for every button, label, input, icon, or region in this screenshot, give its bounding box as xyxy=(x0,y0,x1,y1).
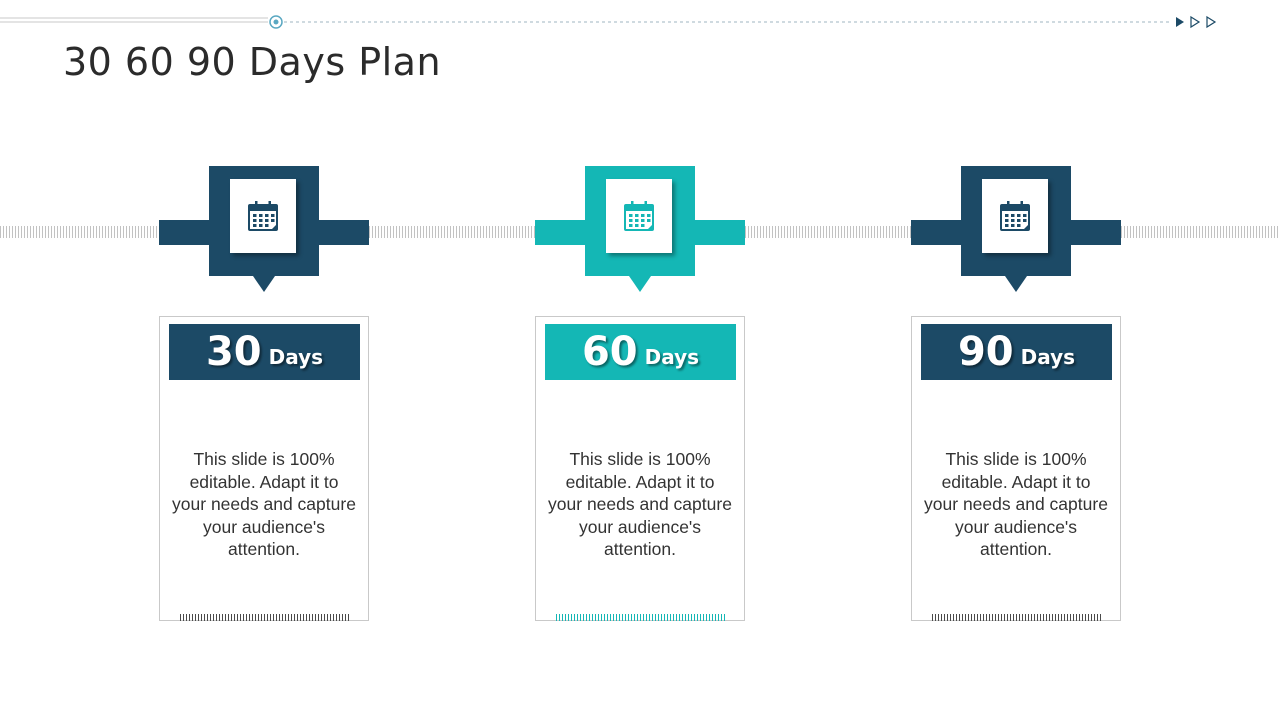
frame-pointer xyxy=(1005,276,1027,292)
card-bottom-hatch xyxy=(180,614,350,621)
days-number: 90 xyxy=(957,329,1014,375)
plan-card: 60 Days This slide is 100% editable. Ada… xyxy=(535,316,745,621)
card-description: This slide is 100% editable. Adapt it to… xyxy=(924,449,1108,559)
connector-line xyxy=(369,226,535,238)
arrow-icon xyxy=(1176,17,1184,27)
card-description: This slide is 100% editable. Adapt it to… xyxy=(548,449,732,559)
arrow-icon xyxy=(1190,15,1201,29)
card-banner: 90 Days xyxy=(921,324,1112,380)
icon-tile xyxy=(982,179,1048,253)
connector-line xyxy=(745,226,911,238)
icon-tile xyxy=(230,179,296,253)
plan-column-30: 30 Days This slide is 100% editable. Ada… xyxy=(159,0,369,720)
plan-card: 30 Days This slide is 100% editable. Ada… xyxy=(159,316,369,621)
frame-pointer xyxy=(253,276,275,292)
card-banner: 30 Days xyxy=(169,324,360,380)
plan-column-60: 60 Days This slide is 100% editable. Ada… xyxy=(535,0,745,720)
card-description: This slide is 100% editable. Adapt it to… xyxy=(172,449,356,559)
page-title: 30 60 90 Days Plan xyxy=(63,40,442,84)
connector-line xyxy=(0,226,159,238)
icon-frame xyxy=(961,166,1071,276)
calendar-icon xyxy=(624,201,654,231)
icon-frame xyxy=(585,166,695,276)
days-number: 30 xyxy=(205,329,262,375)
icon-tile xyxy=(606,179,672,253)
top-decoration xyxy=(0,15,1217,29)
days-unit: Days xyxy=(1020,345,1076,369)
calendar-icon xyxy=(1000,201,1030,231)
days-number: 60 xyxy=(581,329,638,375)
card-bottom-hatch xyxy=(556,614,726,621)
timeline-circle-icon xyxy=(269,15,283,29)
frame-pointer xyxy=(629,276,651,292)
icon-frame xyxy=(209,166,319,276)
plan-card: 90 Days This slide is 100% editable. Ada… xyxy=(911,316,1121,621)
card-bottom-hatch xyxy=(932,614,1102,621)
card-banner: 60 Days xyxy=(545,324,736,380)
connector-line xyxy=(1121,226,1280,238)
plan-column-90: 90 Days This slide is 100% editable. Ada… xyxy=(911,0,1121,720)
days-unit: Days xyxy=(644,345,700,369)
days-unit: Days xyxy=(268,345,324,369)
calendar-icon xyxy=(248,201,278,231)
arrow-icon xyxy=(1206,15,1217,29)
